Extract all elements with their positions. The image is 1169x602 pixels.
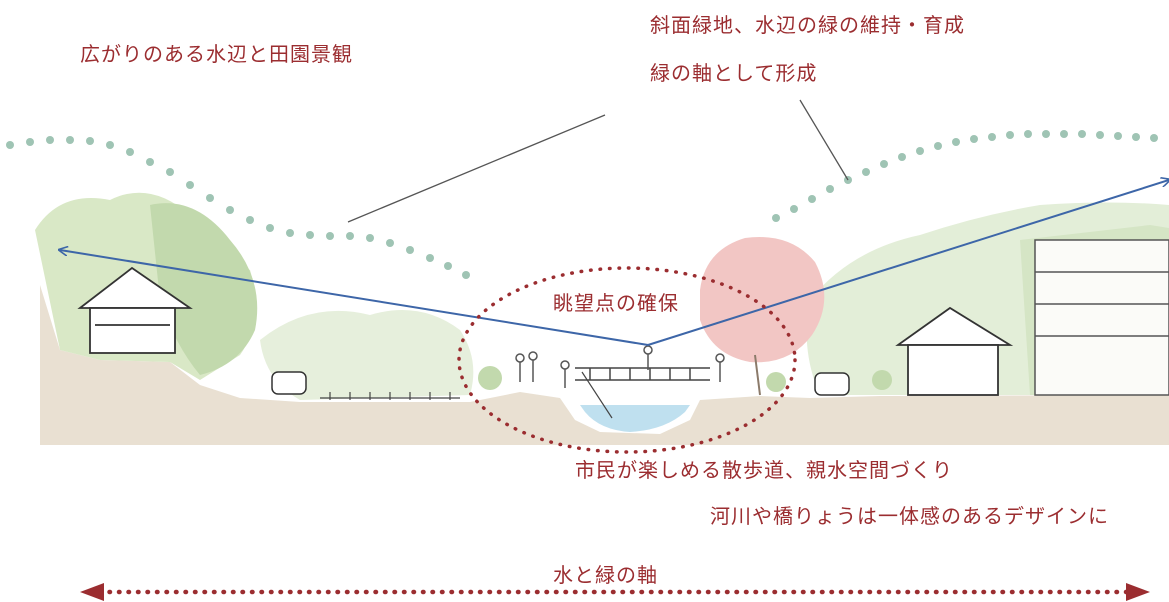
label-slope-green-line1: 斜面緑地、水辺の緑の維持・育成 [650,13,965,37]
ground [40,285,1169,445]
label-promenade-line1: 市民が楽しめる散歩道、親水空間づくり [575,458,953,482]
label-rural-landscape: 広がりのある水辺と田園景観 [80,42,353,66]
label-viewpoint: 眺望点の確保 [553,291,679,315]
label-promenade-line2: 河川や橋りょうは一体感のあるデザインに [710,504,1109,528]
axis-arrowhead-right [1126,583,1150,601]
sight-line-right [647,180,1169,346]
green-dotted-ridge-line [6,130,1158,279]
axis-arrowhead-left [80,583,104,601]
sight-line-left [60,250,649,346]
water-green-axis-arrow [80,583,1150,601]
left-house [77,266,193,354]
apartment-building [1034,239,1169,396]
viewpoint-ellipse [457,266,797,454]
bridge [575,367,710,381]
car-right [814,372,850,396]
right-house [895,306,1014,396]
leader-line-slope-left [347,114,606,223]
car-left [271,371,307,395]
label-slope-green-line2: 緑の軸として形成 [650,61,818,85]
label-water-green-axis: 水と緑の軸 [553,563,658,587]
fence [320,392,460,400]
leader-line-slope-right [799,99,849,181]
people [515,345,725,388]
pink-tree [700,237,825,363]
